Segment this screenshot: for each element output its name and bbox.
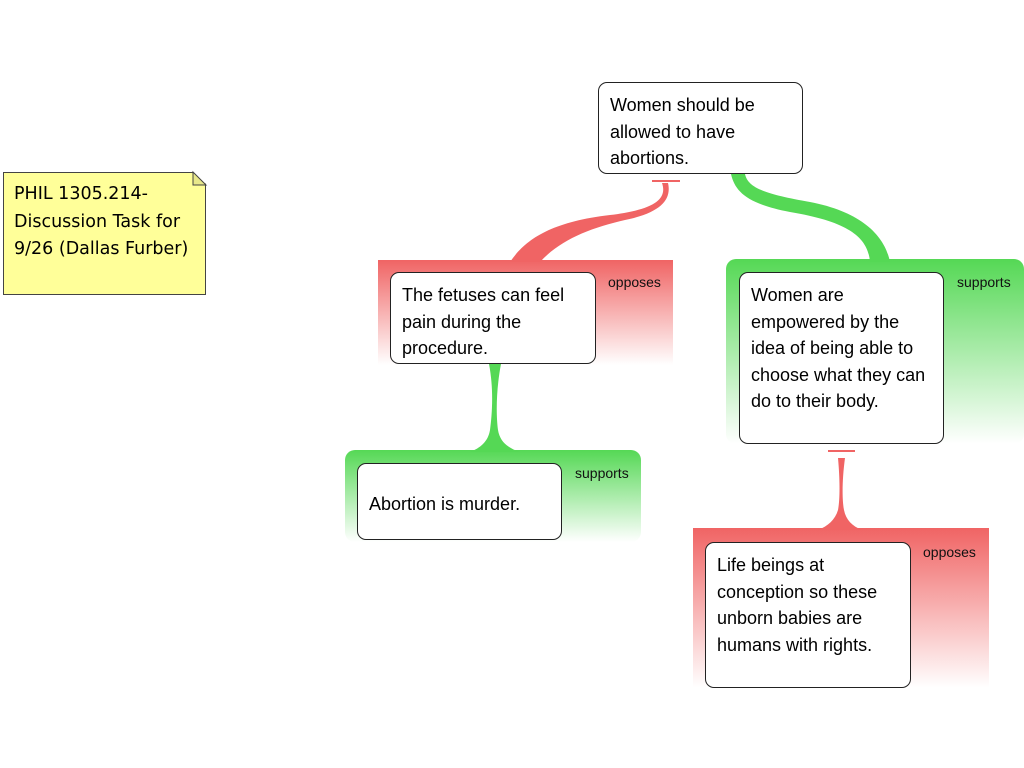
main-claim-text: Women should be allowed to have abortion… — [610, 95, 755, 168]
opposes-connector-life-beings — [818, 458, 862, 530]
relation-label-supports: supports — [957, 274, 1011, 290]
reason-node-life-beings[interactable]: Life beings at conception so these unbor… — [705, 542, 911, 688]
reason-text-murder: Abortion is murder. — [369, 494, 521, 514]
sticky-note-fold — [192, 170, 208, 186]
reason-node-empowered[interactable]: Women are empowered by the idea of being… — [739, 272, 944, 444]
reason-text-life-beings: Life beings at conception so these unbor… — [717, 555, 878, 655]
reason-text-empowered: Women are empowered by the idea of being… — [751, 285, 926, 411]
reason-node-murder[interactable]: Abortion is murder. — [357, 463, 562, 540]
relation-label-supports: supports — [575, 465, 629, 481]
relation-label-opposes: opposes — [608, 274, 661, 290]
relation-label-opposes: opposes — [923, 544, 976, 560]
opposes-connector-fetus-pain — [510, 183, 669, 262]
main-claim-node[interactable]: Women should be allowed to have abortion… — [598, 82, 803, 174]
sticky-note-text: PHIL 1305.214- Discussion Task for 9/26 … — [14, 184, 189, 259]
supports-connector-empowered — [731, 174, 890, 262]
supports-connector-murder — [470, 364, 520, 452]
reason-text-fetus-pain: The fetuses can feel pain during the pro… — [402, 285, 565, 358]
reason-node-fetus-pain[interactable]: The fetuses can feel pain during the pro… — [390, 272, 596, 364]
sticky-note[interactable]: PHIL 1305.214- Discussion Task for 9/26 … — [3, 172, 206, 295]
